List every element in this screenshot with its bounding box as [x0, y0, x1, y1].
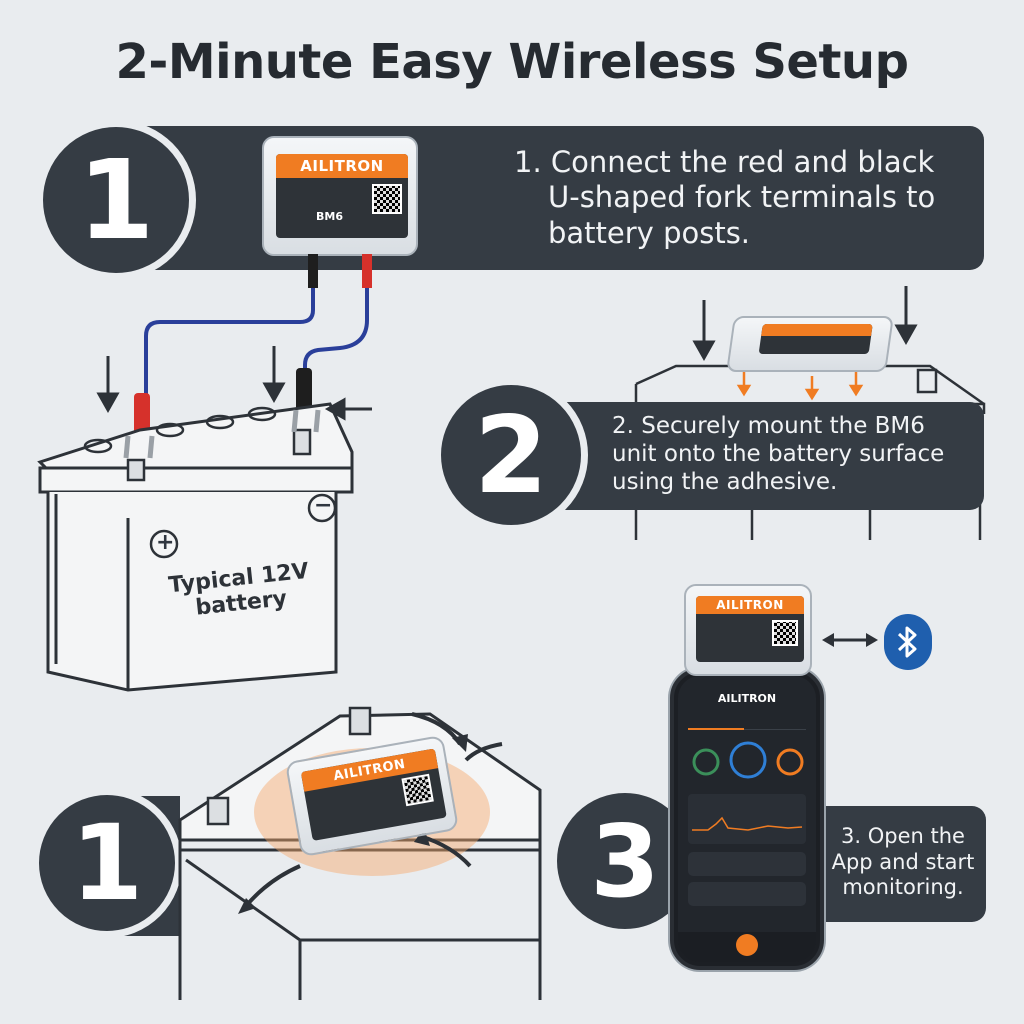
battery-terminal-negative: [292, 428, 312, 456]
step-1-text: 1. Connect the red and black U-shaped fo…: [514, 145, 974, 251]
step-2-number-circle: 2: [434, 378, 588, 532]
plus-circle: [149, 529, 179, 559]
device-brand: AILITRON: [696, 596, 804, 614]
bm6-device-top: AILITRON BM6: [262, 136, 418, 256]
fork-terminal-left: [123, 435, 155, 459]
device-brand: AILITRON: [276, 154, 408, 178]
qr-code-icon: [401, 773, 434, 807]
app-name: AILITRON: [717, 692, 777, 705]
minus-sign: −: [314, 493, 333, 518]
step-3-text: 3. Open the App and start monitoring.: [828, 824, 978, 901]
page-title: 2-Minute Easy Wireless Setup: [115, 34, 909, 90]
black-fork-connector: [296, 368, 312, 412]
app-gauges: [692, 741, 804, 779]
bm6-device-phone: AILITRON: [684, 584, 812, 676]
step-2-text-line: 2. Securely mount the BM6: [612, 413, 925, 439]
step-2-text: 2. Securely mount the BM6 unit onto the …: [612, 412, 982, 496]
battery-terminal-positive: [126, 458, 146, 482]
minus-circle: [307, 493, 337, 523]
down-arrow-icon: [96, 346, 372, 421]
bluetooth-icon: [884, 614, 932, 670]
app-screen: AILITRON: [678, 676, 816, 962]
app-tab-active[interactable]: [688, 716, 744, 730]
app-bottom-nav: [678, 932, 816, 962]
battery-terminal-step2: [916, 368, 938, 394]
fork-terminal-right: [291, 409, 321, 433]
qr-code-icon: [772, 620, 798, 646]
app-tab-bar: [688, 716, 806, 730]
plus-sign: +: [156, 530, 175, 555]
qr-code-icon: [372, 184, 402, 214]
step-1-text-line: 1. Connect the red and black: [514, 145, 935, 179]
step-3-number: 3: [590, 802, 660, 920]
step-1-text-line: U-shaped fork terminals to: [548, 180, 936, 215]
mount-down-arrow-icon: [692, 286, 918, 362]
step-1b-number: 1: [70, 802, 144, 924]
device-model: BM6: [316, 210, 343, 223]
step-2-number: 2: [474, 393, 548, 517]
step-2-text-line: using the adhesive.: [612, 469, 838, 496]
app-history-chart: [688, 794, 806, 844]
app-list-item[interactable]: [688, 852, 806, 876]
battery-bottom-terminal: [206, 796, 230, 826]
double-arrow-icon: [822, 633, 878, 647]
red-lead-sleeve: [362, 254, 372, 288]
black-lead-sleeve: [308, 254, 318, 288]
blue-wire-right: [303, 288, 369, 372]
step-1-number-circle: 1: [36, 120, 196, 280]
step-1-text-line: battery posts.: [548, 215, 751, 250]
red-fork-connector: [134, 393, 150, 437]
app-home-button[interactable]: [736, 934, 758, 956]
app-list-item[interactable]: [688, 882, 806, 906]
step-1-number: 1: [77, 136, 155, 264]
smartphone: AILITRON: [670, 668, 824, 970]
orange-arrow-icon: [736, 372, 864, 401]
step-2-banner: [520, 402, 984, 510]
battery-lid-holes: [83, 406, 277, 454]
step-3-text-line: monitoring.: [842, 875, 964, 900]
blue-wire-left: [144, 288, 315, 395]
step-3-text-line: 3. Open the: [841, 824, 965, 848]
step-2-text-line: unit onto the battery surface: [612, 441, 945, 468]
battery-bottom-terminal: [348, 706, 372, 736]
step-3-text-line: App and start: [831, 849, 975, 874]
battery-large: [37, 402, 354, 692]
